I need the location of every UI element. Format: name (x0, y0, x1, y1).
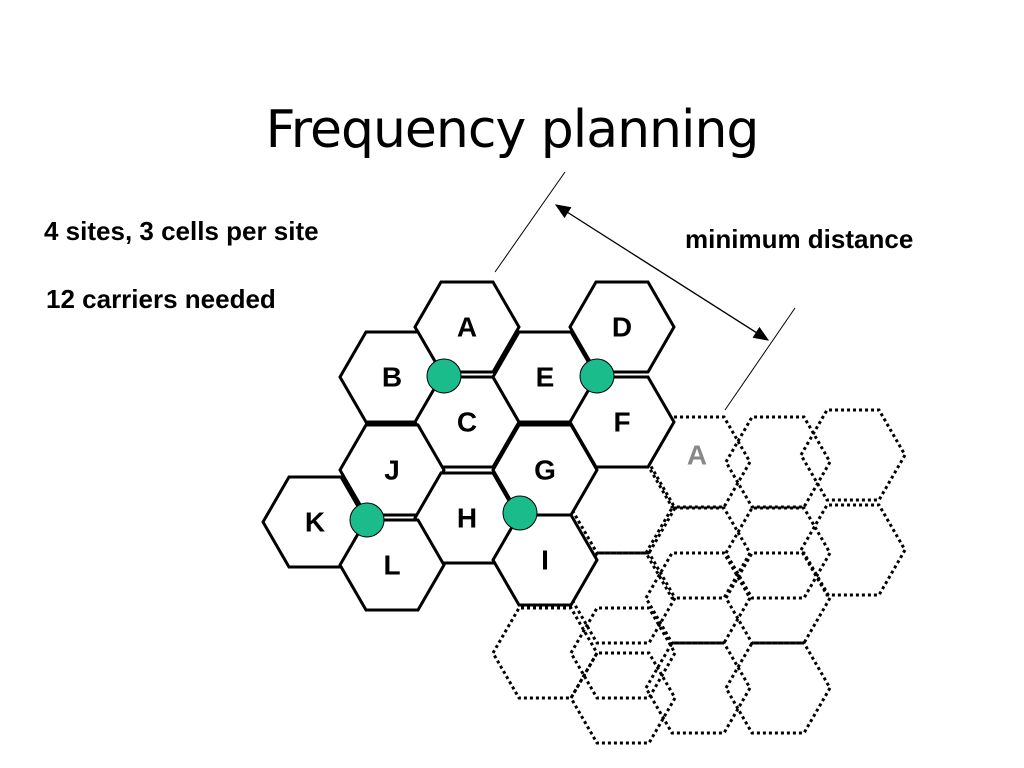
reuse-cluster-outline (491, 408, 907, 745)
cell-b: B (338, 330, 446, 424)
cell-label: J (384, 455, 400, 486)
reuse-cell-hex (724, 506, 832, 600)
reuse-cell-hex (491, 606, 599, 700)
site-marker (502, 495, 538, 531)
cell-g: G (491, 423, 599, 517)
reuse-cell-hex (644, 506, 752, 600)
cell-label: H (457, 503, 477, 534)
site-markers (349, 358, 615, 538)
distance-arrow (554, 204, 770, 341)
cell-label: E (536, 362, 555, 393)
carriers-note: 12 carriers needed (46, 284, 276, 314)
reuse-cell-hex (644, 641, 752, 735)
cell-label: A (457, 312, 477, 343)
cell-label: G (534, 455, 556, 486)
cell-label: C (457, 407, 477, 438)
reuse-cell-hex (644, 551, 752, 645)
sites-cells-note: 4 sites, 3 cells per site (44, 216, 319, 246)
reuse-cell-hex (569, 461, 677, 555)
cell-j: J (338, 423, 446, 517)
cell-label: D (612, 312, 632, 343)
cell-label: K (305, 507, 325, 538)
reuse-cell-hex (644, 415, 752, 509)
cluster-cells: A B C D E F J G H K L I A (261, 280, 707, 612)
reuse-cell-hex (569, 551, 677, 645)
reuse-cell-hex (569, 606, 677, 700)
reuse-cell-label: A (687, 440, 707, 471)
page-title: Frequency planning (265, 100, 760, 160)
reuse-cell-hex (724, 415, 832, 509)
minimum-distance-indicator (494, 171, 796, 411)
site-marker (579, 358, 615, 394)
reuse-cell-hex (724, 551, 832, 645)
reuse-cell-hex (569, 651, 677, 745)
cell-label: I (541, 545, 549, 576)
cell-label: B (382, 362, 402, 393)
distance-extension-line-left (494, 171, 566, 273)
cell-l: L (338, 518, 446, 612)
distance-extension-line-right (724, 307, 796, 411)
reuse-cell-hex (799, 503, 907, 597)
reuse-cell-hex (799, 408, 907, 502)
site-marker (349, 502, 385, 538)
cell-label: L (383, 550, 400, 581)
cell-label: F (613, 407, 630, 438)
reuse-cell-hex (724, 641, 832, 735)
site-marker (426, 358, 462, 394)
